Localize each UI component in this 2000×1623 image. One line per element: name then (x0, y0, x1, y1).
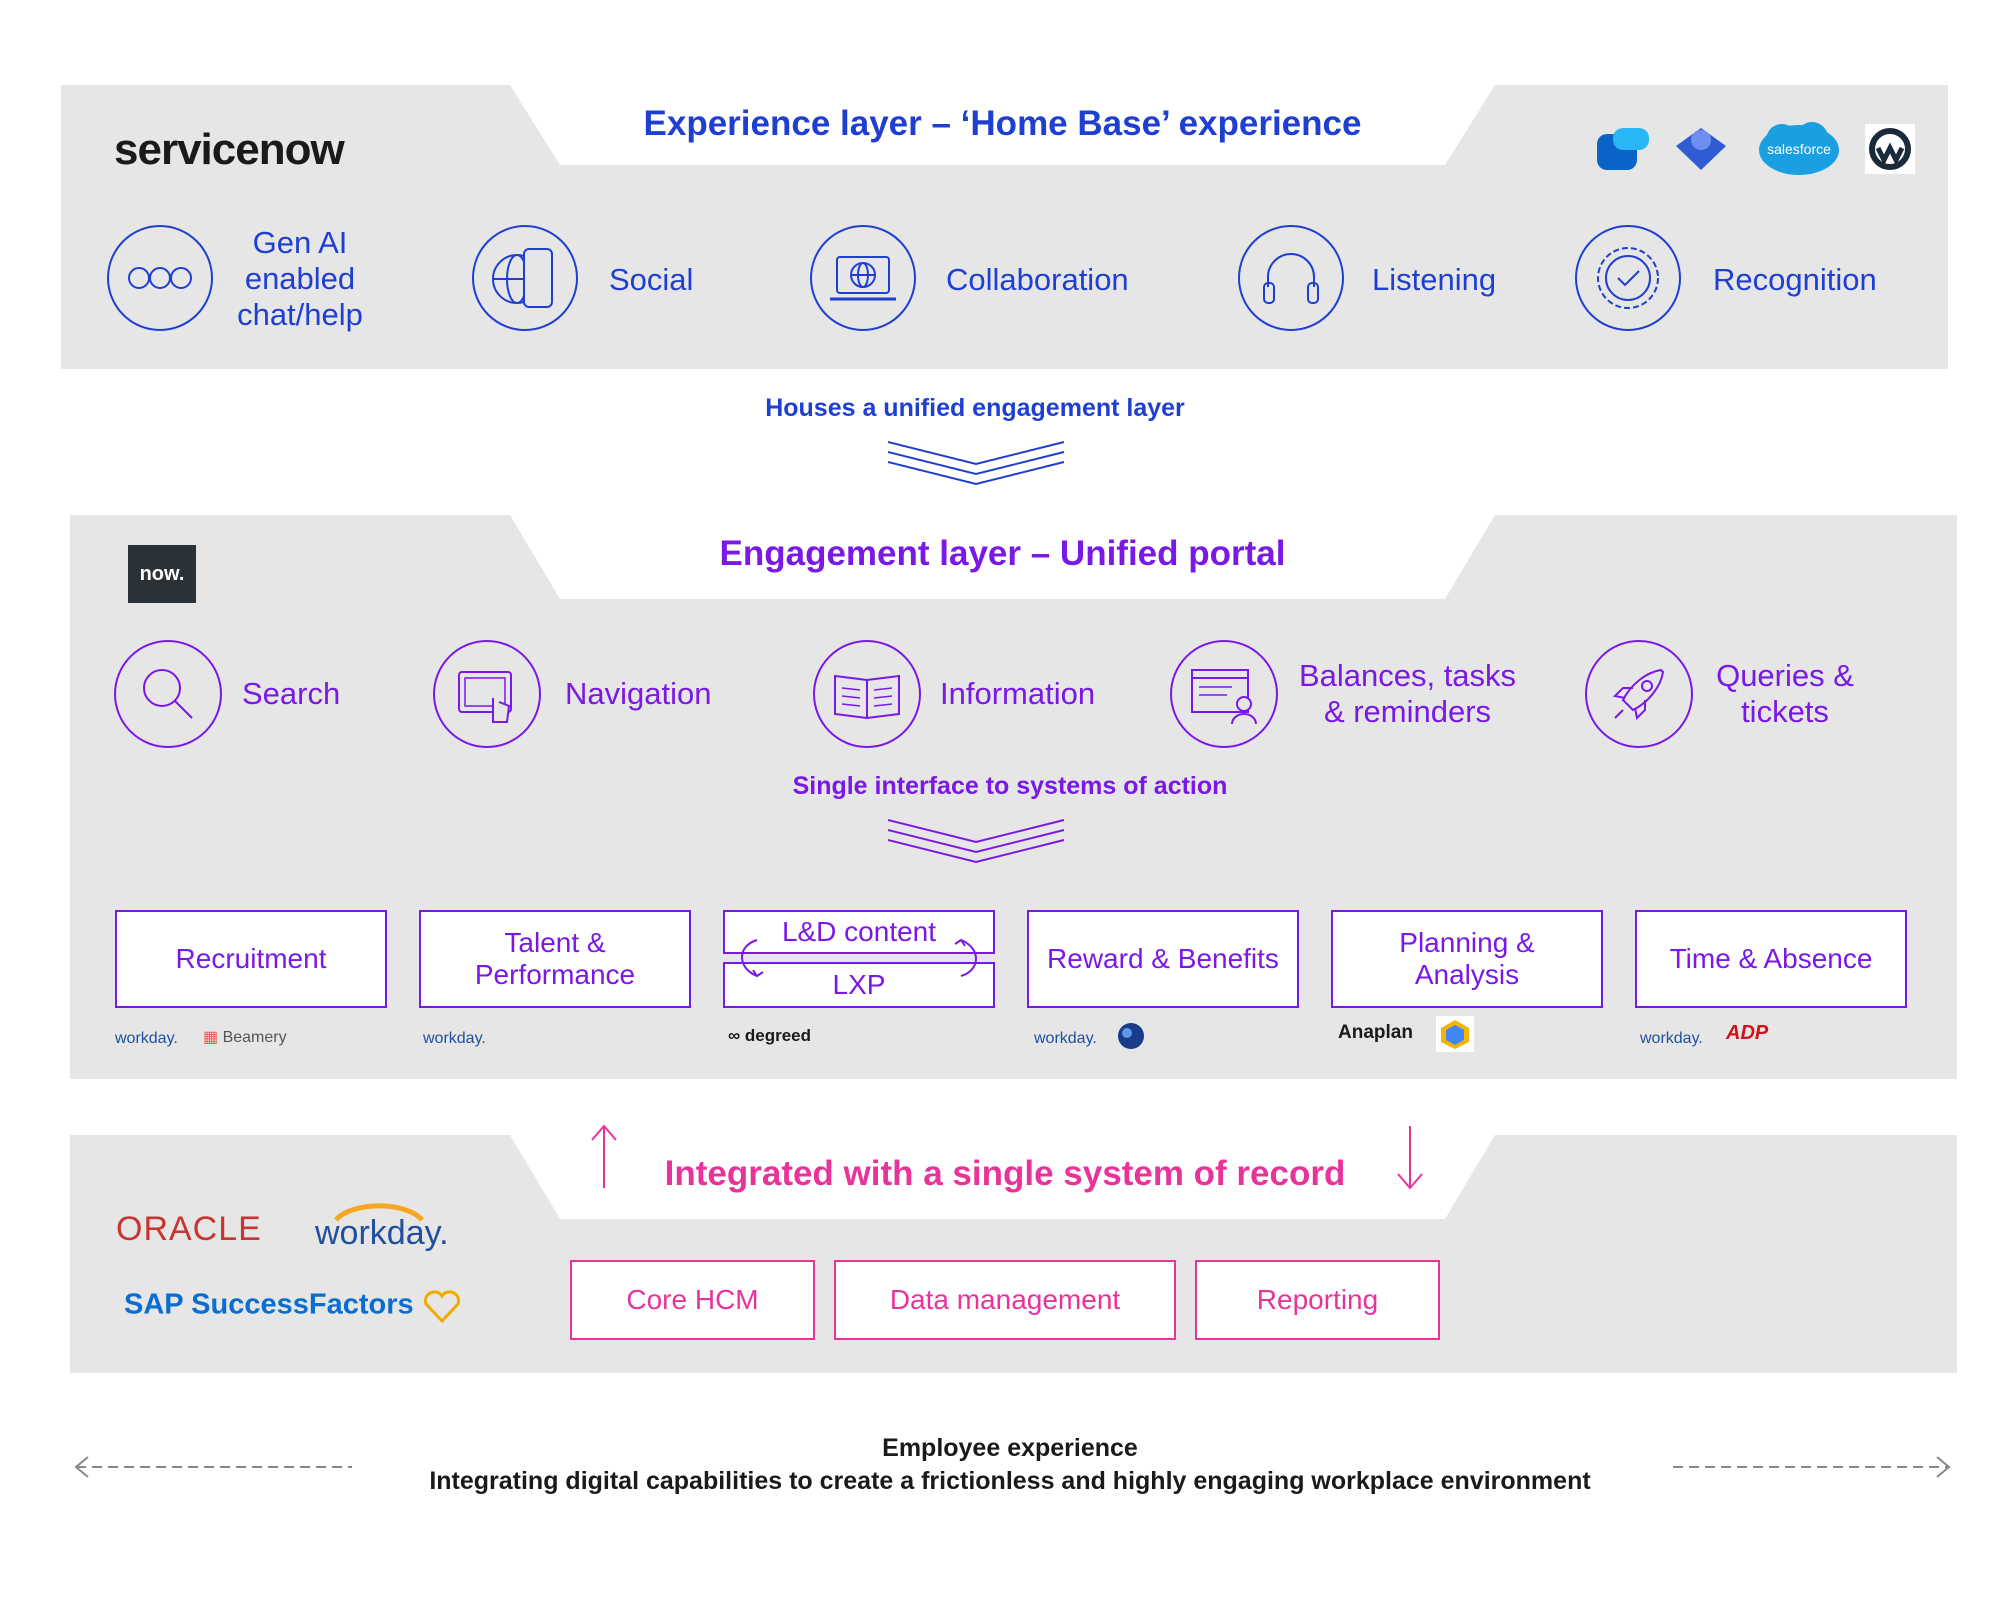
rocket-icon (1585, 640, 1693, 748)
system-box-ld-content: L&D content (723, 910, 995, 954)
workday-logo: workday. (115, 1030, 178, 1047)
phone-globe-icon (472, 225, 578, 331)
chevron-down-icon (887, 819, 1065, 864)
workday-logo: workday. (1640, 1030, 1703, 1047)
record-box-core-hcm: Core HCM (570, 1260, 815, 1340)
degreed-logo: ∞ degreed (728, 1026, 811, 1045)
arrow-left-icon (74, 1456, 352, 1478)
tablet-touch-icon (433, 640, 541, 748)
experience-item-social: Social (609, 262, 694, 297)
badge-check-icon (1575, 225, 1681, 331)
experience-item-collaboration: Collaboration (946, 262, 1129, 297)
arrow-right-icon (1673, 1456, 1951, 1478)
experience-layer-title: Experience layer – ‘Home Base’ experienc… (643, 104, 1362, 143)
oracle-logo: ORACLE (116, 1210, 262, 1248)
engagement-caption: Single interface to systems of action (792, 772, 1228, 800)
system-box-lxp: LXP (723, 962, 995, 1008)
system-box-recruitment: Recruitment (115, 910, 387, 1008)
engagement-title-tab (510, 515, 1495, 599)
book-icon (813, 640, 921, 748)
laptop-globe-icon (810, 225, 916, 331)
experience-item-listening: Listening (1372, 262, 1497, 297)
headphones-icon (1238, 225, 1344, 331)
footer-subtitle: Integrating digital capabilities to crea… (429, 1467, 1591, 1495)
engagement-item-search: Search (242, 676, 341, 711)
system-box-talent: Talent & Performance (419, 910, 691, 1008)
experience-caption: Houses a unified engagement layer (765, 394, 1185, 422)
sync-arrows-icon (741, 938, 977, 978)
system-box-planning: Planning & Analysis (1331, 910, 1603, 1008)
google-cloud-icon (1436, 1016, 1474, 1052)
chevron-down-icon (887, 441, 1065, 486)
system-box-time: Time & Absence (1635, 910, 1907, 1008)
system-box-reward: Reward & Benefits (1027, 910, 1299, 1008)
record-box-reporting: Reporting (1195, 1260, 1440, 1340)
now-logo: now. (128, 545, 196, 603)
engagement-item-information: Information (940, 676, 1096, 711)
beamery-logo: ▦ Beamery (203, 1029, 287, 1046)
experience-title-tab (510, 85, 1495, 165)
record-title-tab (510, 1135, 1495, 1219)
viva-icon (1672, 124, 1730, 174)
salesforce-icon: salesforce (1758, 120, 1840, 178)
engagement-item-balances: Balances, tasks & reminders (1298, 658, 1517, 729)
arrow-up-icon (591, 1124, 617, 1188)
footer-title: Employee experience (882, 1434, 1138, 1462)
power-apps-icon (1595, 126, 1651, 172)
workday-arc-icon (334, 1203, 424, 1222)
experience-item-recognition: Recognition (1713, 262, 1877, 297)
engagement-item-queries: Queries & tickets (1716, 658, 1854, 729)
experience-item-gen-ai: Gen AI enabled chat/help (237, 225, 363, 332)
workday-logo: workday. (315, 1214, 449, 1252)
sap-successfactors-logo: SAP SuccessFactors (124, 1288, 462, 1324)
workday-logo: workday. (423, 1030, 486, 1047)
globe-logo-icon (1117, 1022, 1145, 1050)
chat-dots-icon (107, 225, 213, 331)
anaplan-logo: Anaplan (1338, 1022, 1413, 1043)
dashboard-user-icon (1170, 640, 1278, 748)
workday-logo: workday. (1034, 1030, 1097, 1047)
workplace-icon (1865, 124, 1915, 174)
servicenow-logo: servicenow (114, 125, 345, 174)
record-box-data-management: Data management (834, 1260, 1176, 1340)
record-layer-title: Integrated with a single system of recor… (664, 1154, 1346, 1193)
magnifier-icon (114, 640, 222, 748)
engagement-layer-title: Engagement layer – Unified portal (719, 534, 1286, 573)
adp-logo: ADP (1726, 1022, 1769, 1044)
arrow-down-icon (1397, 1126, 1423, 1190)
engagement-item-navigation: Navigation (565, 676, 712, 711)
